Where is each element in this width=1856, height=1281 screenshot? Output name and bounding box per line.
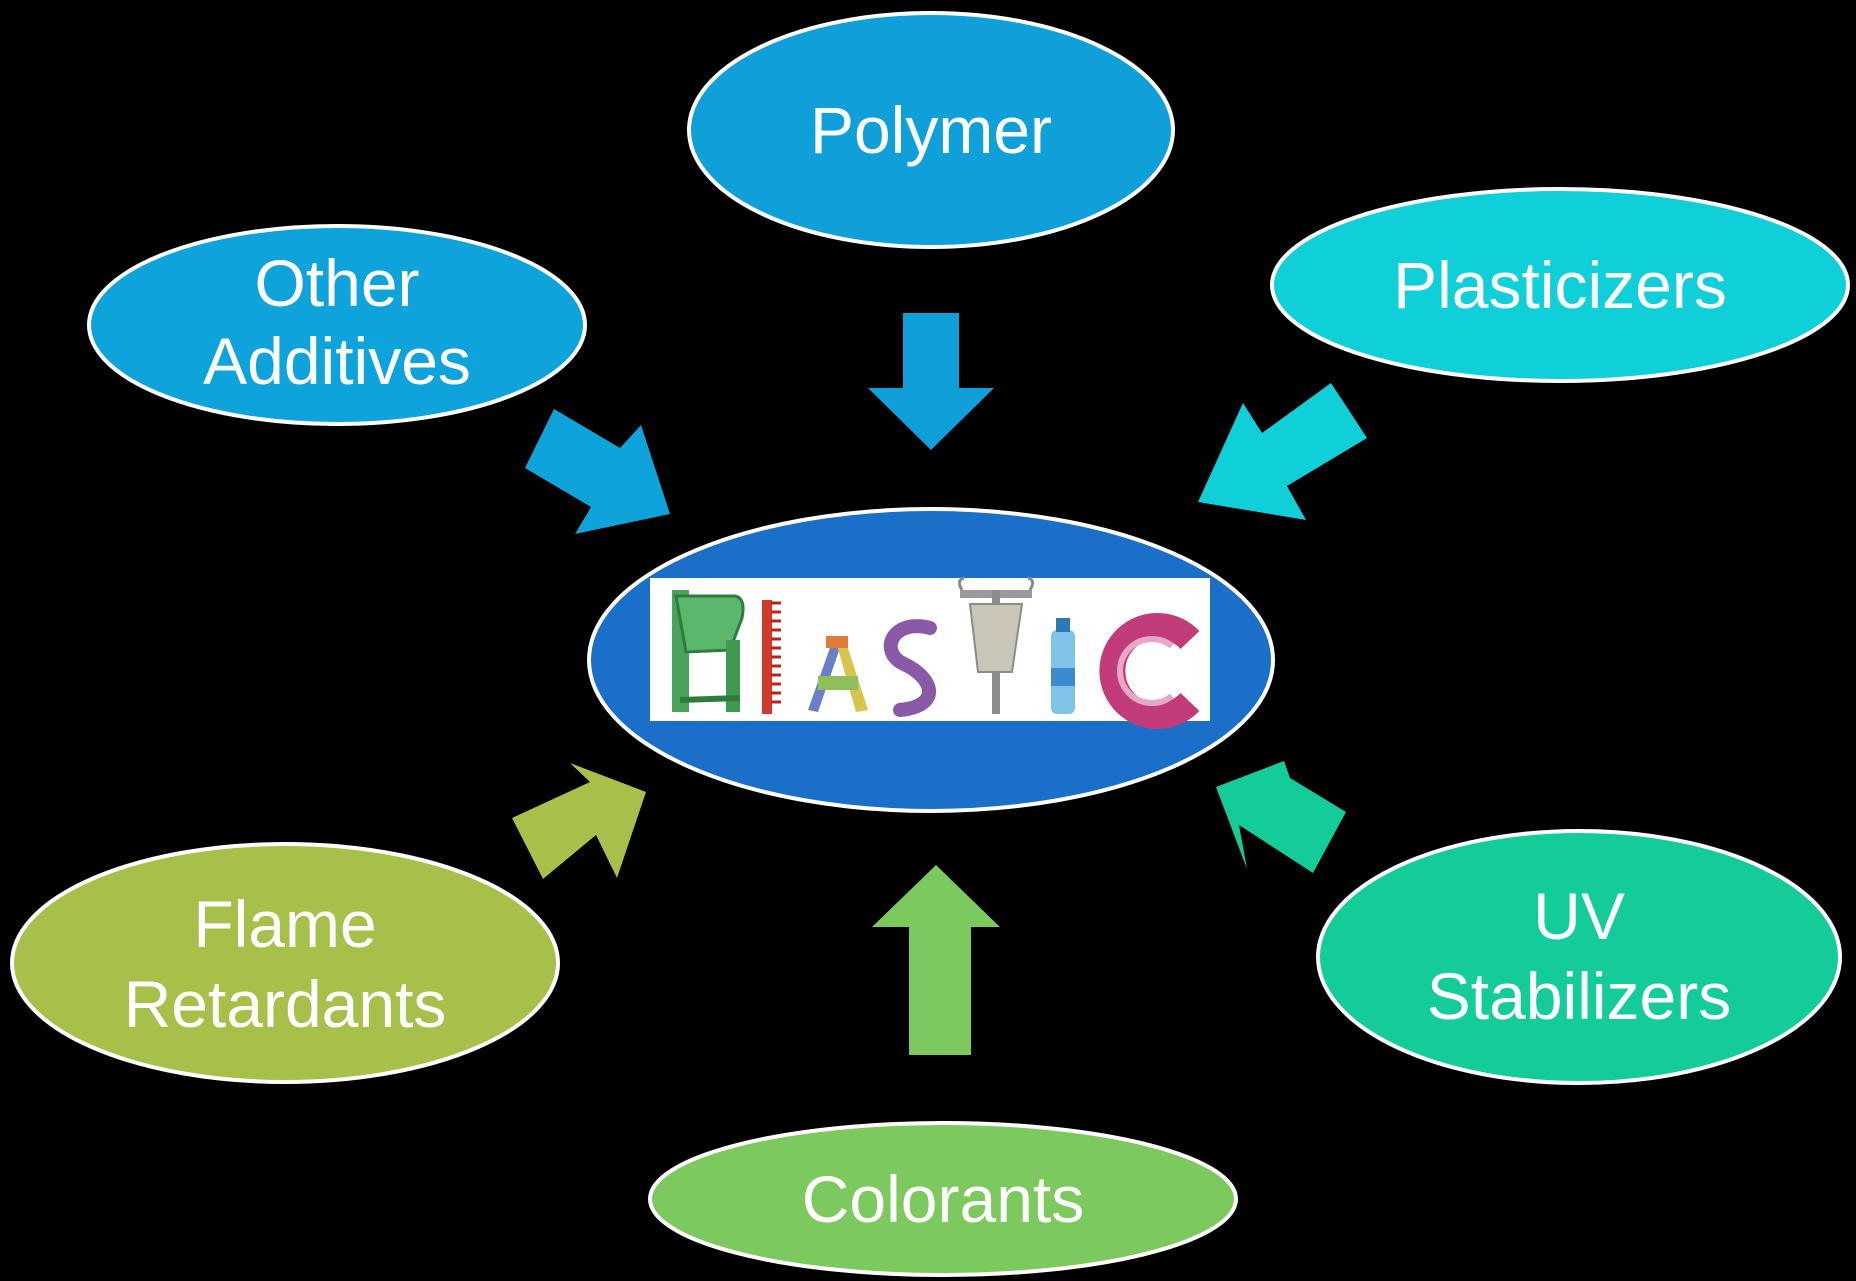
node-polymer: Polymer: [687, 11, 1175, 249]
letter-s-strap-icon: [883, 619, 937, 717]
letter-t-iv-stand-icon: [957, 576, 1035, 714]
node-colorants: Colorants: [648, 1121, 1238, 1277]
arrow-plasticizers: [1198, 383, 1367, 520]
node-label-additives: Additives: [203, 324, 471, 398]
arrow-uv-stabilizers: [1216, 761, 1346, 873]
node-label-retardants: Retardants: [124, 967, 447, 1041]
node-label-other: Other: [254, 246, 419, 320]
node-label-stabilizers: Stabilizers: [1427, 959, 1731, 1033]
node-label-polymer: Polymer: [810, 93, 1052, 167]
plastic-word-image: [650, 576, 1210, 729]
node-label-colorants: Colorants: [802, 1162, 1084, 1236]
arrow-other-additives: [525, 409, 670, 534]
node-uv-stabilizers: UV Stabilizers: [1316, 829, 1842, 1085]
node-label-flame: Flame: [193, 887, 376, 961]
node-plasticizers: Plasticizers: [1270, 187, 1850, 383]
arrow-polymer: [868, 313, 994, 450]
node-flame-retardants: Flame Retardants: [10, 842, 560, 1084]
letter-i-bottle-icon: [1051, 618, 1075, 714]
letter-a-bottles-icon: [808, 636, 868, 712]
letter-c-pink-shape-icon: [1099, 613, 1200, 729]
node-label-uv: UV: [1533, 879, 1625, 953]
arrow-flame-retardants: [512, 763, 646, 879]
letter-l-comb-icon: [762, 600, 781, 714]
node-other-additives: Other Additives: [87, 224, 587, 426]
letter-p-chair-icon: [672, 590, 745, 712]
node-label-plasticizers: Plasticizers: [1393, 248, 1727, 322]
arrow-colorants: [872, 865, 1000, 1055]
